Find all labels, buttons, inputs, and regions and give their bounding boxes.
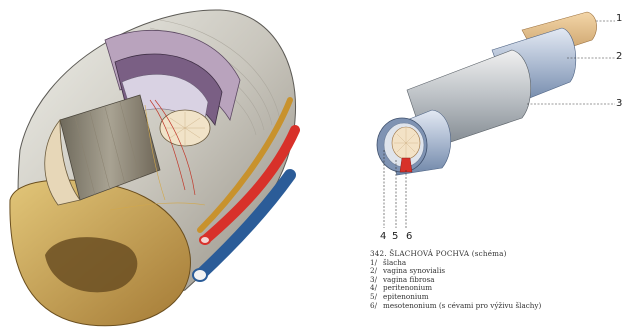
callout-3: 3 (616, 98, 622, 109)
caption-title: 342. ŠLACHOVÁ POCHVA (schéma) (370, 250, 620, 259)
legend-text: mesotenonium (s cévami pro výživu šlachy… (383, 302, 541, 311)
legend-list: 1/ šlacha 2/ vagina synovialis 3/ vagina… (370, 259, 620, 311)
callout-5: 5 (392, 231, 398, 242)
figure-caption: 342. ŠLACHOVÁ POCHVA (schéma) 1/ šlacha … (370, 250, 620, 310)
legend-number: 6/ (370, 302, 380, 311)
tendon-sheath-cutaway-illustration (0, 0, 300, 331)
callout-2: 2 (616, 51, 622, 62)
callout-1: 1 (616, 13, 622, 24)
callout-6: 6 (406, 231, 412, 242)
tendon-sheath-schematic (372, 0, 623, 240)
schematic-mesotenonium (400, 158, 412, 172)
legend-item: 6/ mesotenonium (s cévami pro výživu šla… (370, 302, 620, 311)
callout-4: 4 (380, 231, 386, 242)
